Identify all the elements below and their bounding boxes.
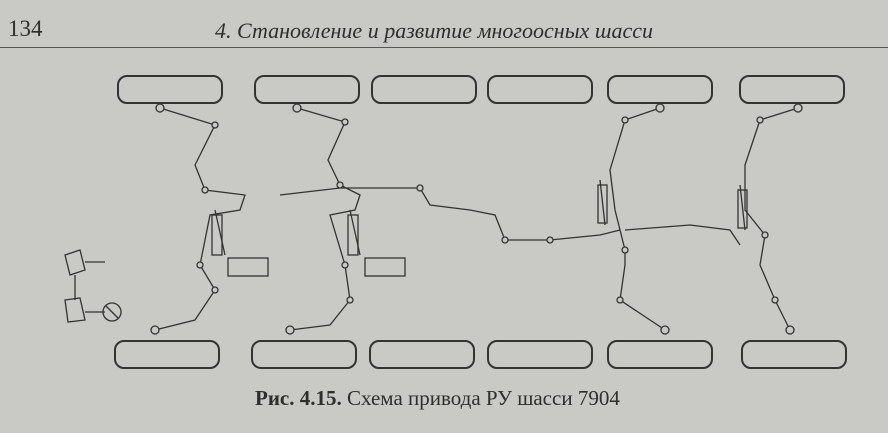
wheel-3 [369, 340, 475, 369]
wheel-5 [607, 340, 713, 369]
running-header: 4. Становление и развитие многоосных шас… [215, 18, 653, 43]
wheel-1 [117, 75, 223, 104]
figure-caption-text: Схема привода РУ шасси 7904 [347, 386, 620, 410]
steering-wheel-unit [64, 249, 122, 323]
wheel-1 [114, 340, 220, 369]
linkage [64, 103, 803, 335]
wheel-6 [739, 75, 845, 104]
wheel-4 [487, 75, 593, 104]
page-number: 134 [8, 16, 43, 41]
wheel-5 [607, 75, 713, 104]
wheel-6 [741, 340, 847, 369]
wheel-2 [251, 340, 357, 369]
wheels-bottom [114, 340, 847, 369]
header-rule [0, 47, 888, 48]
wheel-3 [371, 75, 477, 104]
wheel-2 [254, 75, 360, 104]
wheels-top [117, 75, 845, 104]
wheel-4 [487, 340, 593, 369]
figure-caption: Рис. 4.15. Схема привода РУ шасси 7904 [255, 386, 620, 411]
figure-label: Рис. 4.15. [255, 386, 342, 410]
